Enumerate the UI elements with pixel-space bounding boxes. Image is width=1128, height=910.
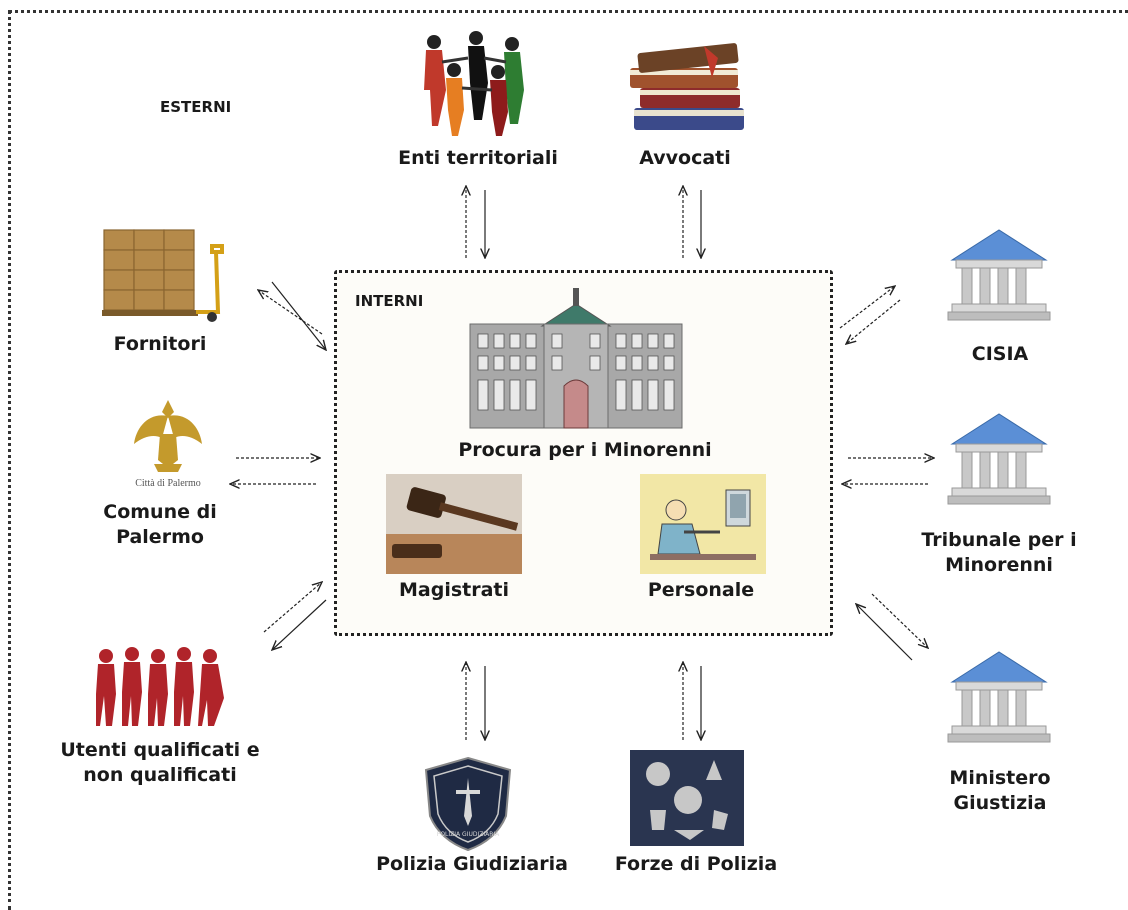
comune-logo-text: Città di Palermo bbox=[135, 478, 201, 489]
personale-label: Personale bbox=[647, 579, 755, 601]
tribunale-label-line1: Tribunale per i bbox=[921, 529, 1077, 551]
comune-label-line2: Palermo bbox=[116, 526, 204, 548]
procura-label: Procura per i Minorenni bbox=[458, 439, 712, 461]
books-icon bbox=[630, 43, 744, 130]
people-group-icon bbox=[96, 647, 224, 726]
fornitori-label: Fornitori bbox=[113, 333, 207, 355]
tribunale-label-line2: Minorenni bbox=[945, 554, 1053, 576]
external-label: ESTERNI bbox=[160, 98, 232, 116]
tribunale-temple-icon bbox=[947, 413, 1051, 505]
utenti-label-line2: non qualificati bbox=[83, 764, 237, 786]
enti-label: Enti territoriali bbox=[398, 147, 558, 169]
magistrati-label: Magistrati bbox=[398, 579, 510, 601]
utenti-label-line1: Utenti qualificati e bbox=[60, 739, 260, 761]
polizia-badge-text: POLIZIA GIUDIZIARIA bbox=[437, 831, 500, 838]
forze-polizia-label: Forze di Polizia bbox=[614, 853, 778, 875]
internal-label: INTERNI bbox=[355, 292, 424, 310]
police-emblems-icon bbox=[630, 750, 744, 846]
external-boundary bbox=[8, 10, 1128, 910]
cisia-label: CISIA bbox=[971, 343, 1029, 365]
eagle-crest-icon: Città di Palermo bbox=[134, 400, 202, 489]
gavel-icon bbox=[386, 474, 522, 574]
avvocati-label: Avvocati bbox=[639, 147, 731, 169]
ministero-temple-icon bbox=[947, 651, 1051, 743]
pallet-boxes-icon bbox=[102, 229, 224, 322]
procura-building-icon bbox=[469, 288, 683, 429]
ministero-label-line2: Giustizia bbox=[953, 792, 1047, 814]
office-worker-icon bbox=[640, 474, 766, 574]
enti-people-icon bbox=[424, 31, 524, 136]
shield-badge-icon: POLIZIA GIUDIZIARIA bbox=[424, 756, 512, 852]
ministero-label-line1: Ministero bbox=[949, 767, 1051, 789]
polizia-giudiziaria-label: Polizia Giudiziaria bbox=[376, 853, 568, 875]
cisia-temple-icon bbox=[947, 229, 1051, 321]
comune-label-line1: Comune di bbox=[103, 501, 217, 523]
